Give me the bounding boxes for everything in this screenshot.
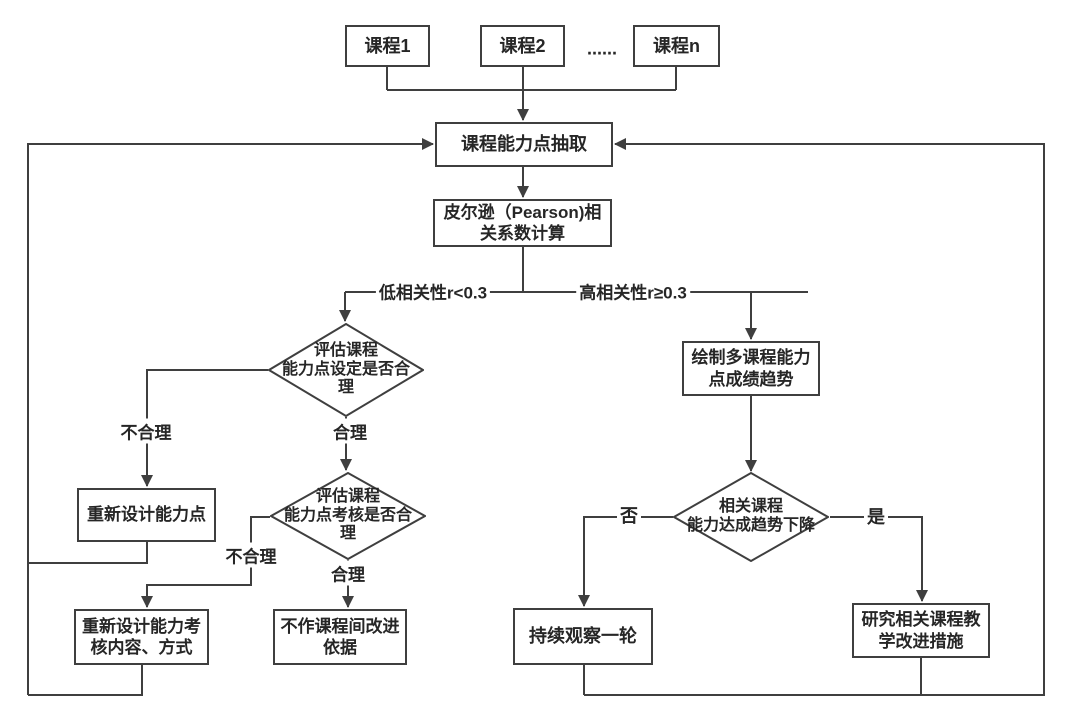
edge-label-yes: 是 — [864, 503, 888, 529]
decision-assessment-reasonable: 评估课程 能力点考核是否合 理 — [270, 472, 426, 560]
decision-trend-decline: 相关课程 能力达成趋势下降 — [673, 472, 829, 562]
edge-assess-unreasonable — [141, 516, 270, 608]
node-extract-capability-points: 课程能力点抽取 — [435, 122, 613, 167]
edge-label-low-correlation: 低相关性r<0.3 — [375, 278, 491, 304]
node-redesign-assessment: 重新设计能力考 核内容、方式 — [74, 609, 209, 665]
edge-left-feedback — [27, 138, 434, 695]
edge-redesignassess-out — [28, 665, 143, 696]
decision-setting-label: 评估课程 能力点设定是否合 理 — [281, 341, 410, 397]
diamond-shape — [270, 472, 426, 560]
edge-decline-no — [578, 516, 673, 607]
edge-decline-yes — [830, 516, 928, 602]
node-no-improvement-basis: 不作课程间改进 依据 — [273, 609, 407, 665]
edge-label-no: 否 — [617, 502, 641, 528]
node-course-1: 课程1 — [345, 25, 430, 67]
node-pearson-correlation: 皮尔逊（Pearson)相 关系数计算 — [433, 199, 612, 247]
edge-label-reasonable-1: 合理 — [330, 418, 370, 444]
diamond-shape — [673, 472, 829, 562]
edge-setting-unreasonable — [141, 369, 268, 487]
node-course-2: 课程2 — [480, 25, 565, 67]
edge-label-high-correlation: 高相关性r≥0.3 — [576, 278, 690, 304]
edge-label-unreasonable-1: 不合理 — [117, 418, 175, 444]
decision-setting-reasonable: 评估课程 能力点设定是否合 理 — [268, 323, 424, 417]
edge-label-reasonable-2: 合理 — [328, 560, 368, 586]
node-course-n: 课程n — [633, 25, 720, 67]
node-draw-trend: 绘制多课程能力 点成绩趋势 — [682, 341, 820, 396]
edge-right-feedback — [584, 138, 1045, 696]
node-research-teaching-improvement: 研究相关课程教 学改进措施 — [852, 603, 990, 658]
node-redesign-capability-point: 重新设计能力点 — [77, 488, 216, 542]
node-observe-one-round: 持续观察一轮 — [513, 608, 653, 665]
decision-trend-label: 相关课程 能力达成趋势下降 — [686, 498, 815, 534]
decision-assessment-label: 评估课程 能力点考核是否合 理 — [283, 487, 412, 543]
diamond-shape — [268, 323, 424, 417]
ellipsis-label: ...... — [583, 38, 621, 60]
edge-label-unreasonable-2: 不合理 — [222, 542, 280, 568]
edge-redesignpoint-out — [28, 542, 148, 564]
